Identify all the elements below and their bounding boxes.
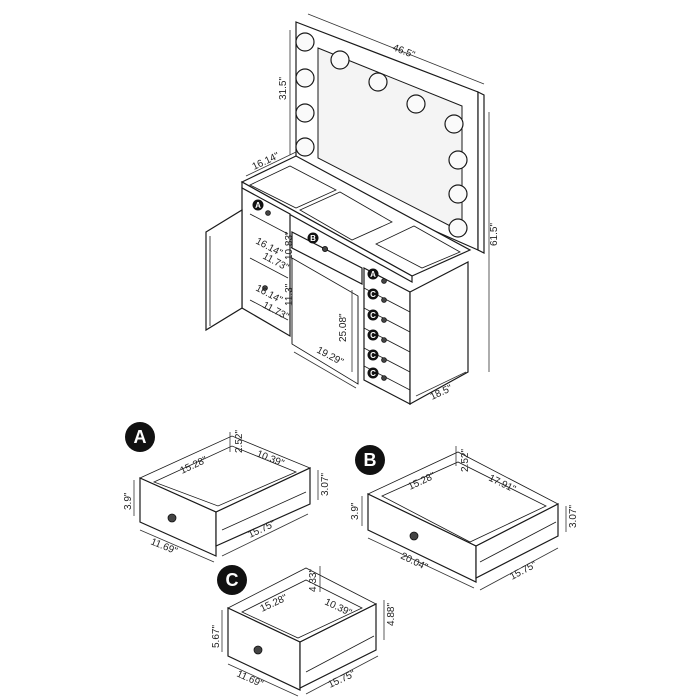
drawer-c-side-height: 4.88" — [386, 603, 397, 626]
total-height-dim: 61.5" — [489, 223, 500, 246]
bulb-icon — [295, 103, 315, 123]
door-drawer-height-1: 10.83" — [284, 231, 295, 260]
vanity-assembly: A B A C C C C C 46.5" 31 — [205, 13, 500, 406]
drawer-b-side — [475, 503, 559, 579]
knob-icon — [381, 317, 387, 323]
vanity-badge-b: B — [307, 232, 319, 244]
svg-text:C: C — [370, 331, 376, 340]
drawer-a-front-height: 3.9" — [123, 492, 134, 510]
top-compartment-left — [249, 165, 337, 209]
drawer-c-inner — [241, 579, 363, 639]
knob-icon — [321, 245, 328, 252]
knob-icon — [381, 278, 387, 284]
bulb-icon — [444, 114, 464, 134]
bulb-icon — [295, 137, 315, 157]
drawer-b-front-height: 3.9" — [350, 502, 361, 520]
desk-top-edge — [241, 180, 413, 284]
drawer-a-rim — [139, 435, 311, 513]
center-drawer-front — [291, 231, 363, 285]
bulb-icon — [330, 50, 350, 70]
mirror-width-dim: 46.5" — [391, 43, 417, 62]
svg-text:C: C — [370, 290, 376, 299]
drawer-c-front-height: 5.67" — [211, 625, 222, 648]
knob-icon — [381, 337, 387, 343]
bulb-icon — [448, 184, 468, 204]
drawer-c-badge: C — [217, 565, 247, 595]
knob-icon — [253, 645, 263, 655]
knob-icon — [409, 531, 419, 541]
mirror-bulbs — [295, 32, 468, 238]
bulb-icon — [295, 68, 315, 88]
knob-icon — [265, 210, 271, 216]
drawer-b-inner-height: 2.52" — [460, 449, 471, 472]
bulb-icon — [295, 32, 315, 52]
drawer-b-badge: B — [355, 445, 385, 475]
knob-icon — [381, 297, 387, 303]
drawer-a-side-height: 3.07" — [320, 473, 331, 496]
drawer-c-inner-height-label: 10.39" — [323, 597, 354, 619]
vanity-badges-a-right: A — [367, 268, 379, 280]
drawer-a-inner-height: 2.52" — [234, 430, 245, 453]
cabinet-door-open — [205, 208, 243, 332]
drawer-c-rim — [227, 567, 377, 643]
knob-icon — [167, 513, 177, 523]
knee-height-dim: 25.08" — [338, 313, 349, 342]
svg-text:B: B — [310, 234, 316, 243]
bulb-icon — [406, 94, 426, 114]
drawer-a-inner — [152, 445, 298, 507]
svg-text:A: A — [134, 427, 147, 447]
knob-icon — [381, 375, 387, 381]
svg-text:A: A — [370, 270, 376, 279]
mirror-height-dim: 31.5" — [278, 77, 289, 100]
drawer-a-badge: A — [125, 422, 155, 452]
drawer-c-inner-height: 4.33" — [308, 569, 319, 592]
svg-text:C: C — [370, 351, 376, 360]
drawer-a-front-width: 11.69" — [149, 537, 179, 558]
bulb-icon — [368, 72, 388, 92]
drawer-a-detail: A 15.28" 10.39" 2.52" 3.07" 3.9" 11.69" … — [123, 422, 331, 563]
bulb-icon — [448, 218, 468, 238]
svg-text:C: C — [370, 311, 376, 320]
right-drawer-column-side — [409, 261, 469, 406]
vanity-badges-c: C C C C C — [367, 288, 379, 379]
top-compartment-middle — [299, 191, 393, 241]
drawer-b-inner — [381, 461, 547, 543]
drawer-b-detail: B 15.28" 17.91" 2.52" 3.07" 3.9" 20.04" … — [350, 445, 579, 591]
bulb-icon — [448, 150, 468, 170]
drawer-b-side-height: 3.07" — [568, 505, 579, 528]
svg-text:B: B — [364, 450, 377, 470]
drawer-b-side-depth: 15.75" — [508, 559, 539, 582]
drawer-b-inner-width: 17.91" — [487, 473, 518, 496]
mirror-side — [477, 91, 485, 254]
top-compartment-right — [375, 225, 461, 269]
svg-text:A: A — [255, 201, 261, 210]
svg-text:C: C — [370, 369, 376, 378]
drawer-b-rim — [367, 451, 559, 547]
vanity-badge-a: A — [252, 199, 264, 211]
door-drawer-height-2: 11.3" — [284, 283, 295, 306]
knob-icon — [262, 285, 268, 291]
knee-width-dim: 19.29" — [315, 345, 346, 368]
svg-text:C: C — [226, 570, 239, 590]
knob-icon — [381, 357, 387, 363]
drawer-c-detail: C 15.28" 10.39" 4.33" 4.88" 5.67" 11.69"… — [211, 565, 397, 697]
